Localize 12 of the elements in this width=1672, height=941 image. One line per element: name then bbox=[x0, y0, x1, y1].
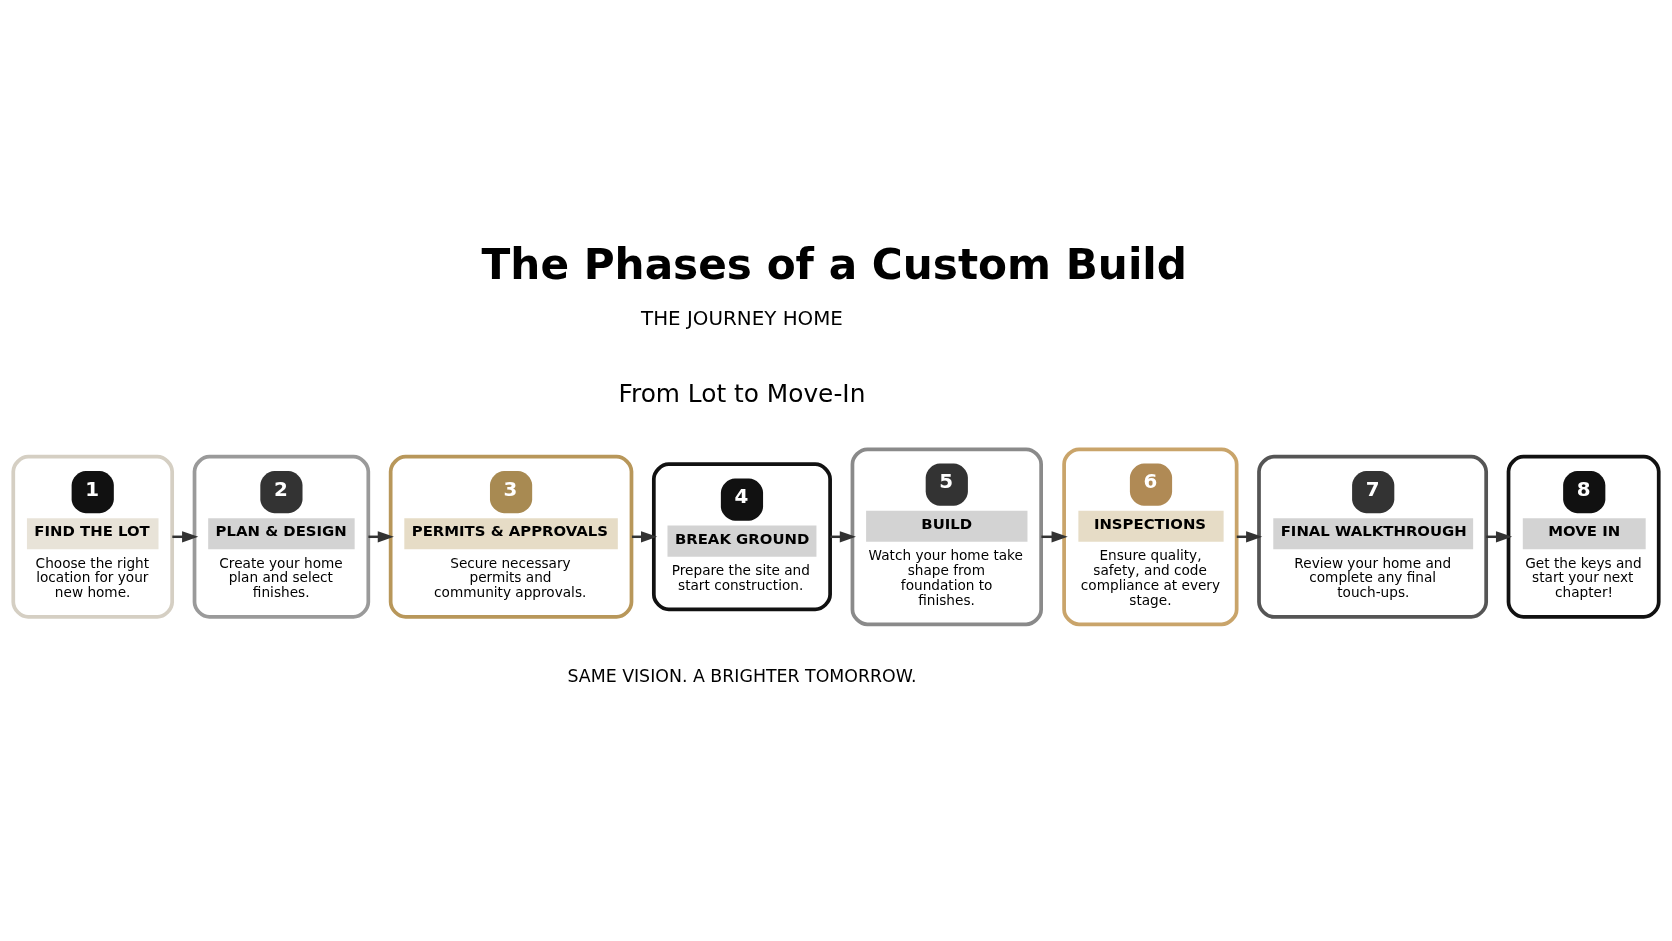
node-box: 7 FINAL WALKTHROUGH Review your home and complete any final touch-ups. bbox=[1257, 454, 1489, 619]
node-box: 6 INSPECTIONS Ensure quality, safety, and code compliance at every stage. bbox=[1062, 446, 1239, 626]
label: SAME VISION. A BRIGHTER TOMORROW. bbox=[567, 665, 917, 686]
diagram-title: The Phases of a Custom Build bbox=[481, 239, 1188, 289]
node-box: 2 PLAN & DESIGN Create your home plan and select finishes. bbox=[192, 454, 371, 619]
node-box: 3 PERMITS & APPROVALS Secure necessary permits and community approvals. bbox=[388, 454, 634, 619]
label: From Lot to Move-In bbox=[618, 378, 866, 408]
node-box: 4 BREAK GROUND Prepare the site and start construction. bbox=[651, 461, 832, 611]
node-box: 1 FIND THE LOT Choose the right location for your new home. bbox=[11, 454, 175, 619]
label: THE JOURNEY HOME bbox=[641, 306, 843, 330]
node-box: 8 MOVE IN Get the keys and start your next chapter! bbox=[1506, 454, 1661, 619]
node-box: 5 BUILD Watch your home take shape from foundation to finishes. bbox=[850, 446, 1043, 626]
